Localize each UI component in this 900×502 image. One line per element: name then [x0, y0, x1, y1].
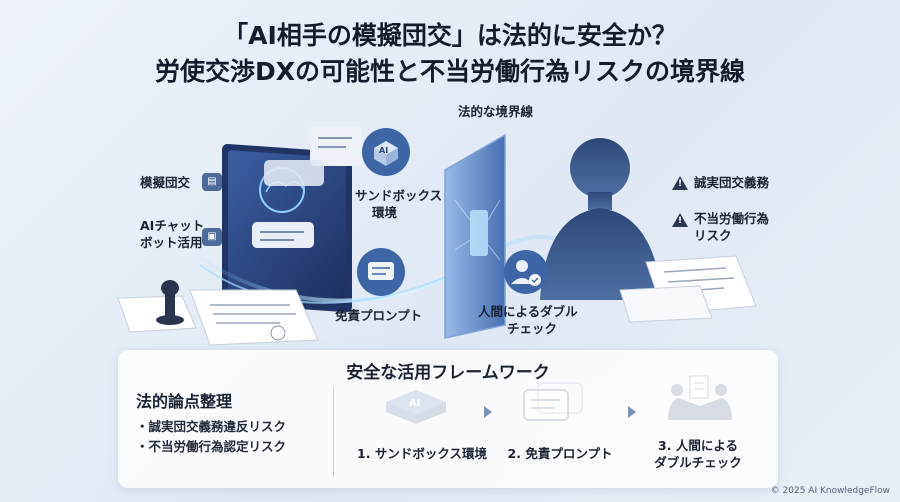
chatbot-icon: ▣: [202, 228, 222, 246]
framework-panel: 安全な活用フレームワーク 法的論点整理 ・誠実団交義務違反リスク ・不当労働行為…: [118, 350, 778, 488]
stamp-and-document: [117, 280, 319, 346]
ulp-risk-label-line2: リスク: [694, 228, 732, 243]
chatbot-label-line1: AIチャット: [140, 218, 205, 233]
title-line-1: 「AI相手の模擬団交」は法的に安全か？: [223, 21, 677, 50]
double-check-label-line2: チェック: [507, 321, 558, 336]
step-1-ai-chip-text: AI: [409, 398, 421, 409]
step-1-label: 1. サンドボックス環境: [357, 446, 487, 461]
warning-icon: !: [672, 213, 688, 227]
ai-chip-text: AI: [379, 146, 389, 155]
step-3-label-line1: 3. 人間による: [658, 438, 738, 453]
step-arrow: [484, 406, 492, 418]
step-2-label: 2. 免責プロンプト: [507, 446, 613, 461]
boundary-wall: [444, 133, 506, 339]
chatbot-label-line2: ボット活用: [140, 235, 203, 250]
ulp-risk-label-line1: 不当労働行為: [694, 211, 770, 226]
human-silhouette: [540, 138, 662, 300]
mock-bargaining-label: 模擬団交: [140, 175, 191, 190]
signed-document: [619, 255, 757, 323]
warning-icon: !: [672, 176, 688, 190]
sandbox-label-line1: サンドボックス: [355, 188, 443, 203]
chat-bubble-icon: [357, 248, 405, 296]
legal-issue-item: ・誠実団交義務違反リスク: [136, 419, 287, 434]
copyright: © 2025 AI KnowledgeFlow: [770, 486, 890, 496]
step-arrow: [628, 406, 636, 418]
title-line-2: 労使交渉DXの可能性と不当労働行為リスクの境界線: [154, 57, 746, 86]
divider: [333, 386, 334, 476]
double-check-label-line1: 人間によるダブル: [478, 304, 578, 319]
legal-issue-item: ・不当労働行為認定リスク: [136, 439, 287, 454]
step-3-label-line2: ダブルチェック: [654, 455, 742, 470]
mock-bargaining-icon: ▤: [202, 173, 222, 191]
good-faith-label: 誠実団交義務: [694, 175, 770, 190]
ai-chat-window: [222, 126, 362, 313]
boundary-label: 法的な境界線: [458, 104, 534, 119]
sandbox-label-line2: 環境: [372, 205, 398, 220]
sandbox-cube-icon: [362, 128, 410, 176]
disclaimer-prompt-label: 免責プロンプト: [335, 308, 423, 323]
framework-title: 安全な活用フレームワーク: [346, 363, 550, 383]
legal-issues-heading: 法的論点整理: [136, 392, 233, 411]
person-check-icon: [504, 250, 548, 294]
